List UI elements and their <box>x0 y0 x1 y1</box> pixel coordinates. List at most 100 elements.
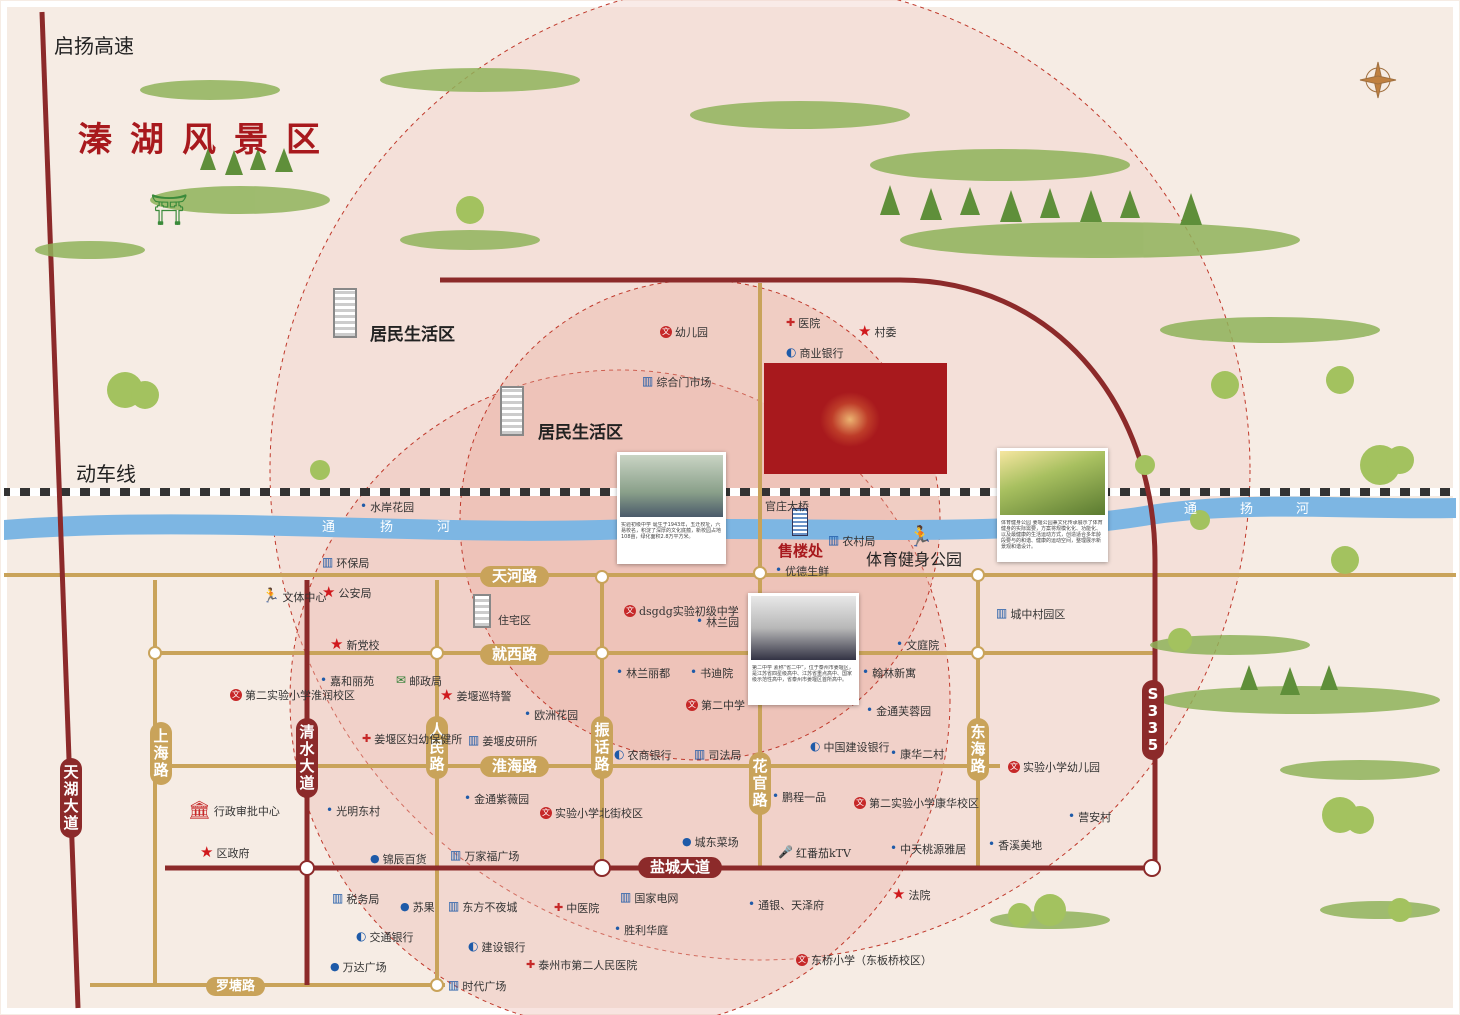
poi-38: •鹏程一品 <box>772 786 826 805</box>
poi-label: 优德生鲜 <box>785 565 830 578</box>
poi-22: •书迪院 <box>690 662 733 681</box>
shop-icon: ● <box>682 835 692 848</box>
culture-icon: 文 <box>660 325 672 338</box>
dot-icon: • <box>326 803 334 817</box>
bank-icon: ◐ <box>356 929 367 943</box>
building-icon: ▥ <box>620 890 632 904</box>
poi-45: 🎤红番茄kTV <box>778 842 851 861</box>
sales-office-label: 售楼处 <box>778 542 824 560</box>
poi-label: 姜堰皮研所 <box>482 735 538 748</box>
road-tag-shanghai: 上海路 <box>150 722 172 785</box>
building-icon: ▥ <box>468 733 480 747</box>
poi-54: ★法院 <box>892 884 930 903</box>
poi-label: 医院 <box>798 317 821 330</box>
dot-icon: • <box>360 499 368 513</box>
poi-42: ●锦辰百货 <box>370 848 427 867</box>
river-label: 河 <box>1296 502 1310 517</box>
poi-30: ▥姜堰皮研所 <box>468 730 537 749</box>
building-icon: ▥ <box>694 747 706 761</box>
poi-18: •金通芙蓉园 <box>866 700 931 719</box>
poi-label: 翰林新寓 <box>872 667 917 680</box>
poi-61: 文东桥小学（东板桥校区） <box>796 949 932 968</box>
poi-label: 光明东村 <box>336 805 381 818</box>
river-label: 扬 <box>380 520 394 535</box>
poi-label: 城中村园区 <box>1010 608 1066 621</box>
school-image <box>620 455 723 517</box>
poi-label: 苏果 <box>412 901 435 914</box>
poi-8: •水岸花园 <box>360 496 414 515</box>
poi-53: •通银、天泽府 <box>748 894 824 913</box>
poi-17: •翰林新寓 <box>862 662 916 681</box>
dot-icon: • <box>988 837 996 851</box>
poi-11: 🏃文体中心 <box>262 586 326 605</box>
poi-39: 文第二实验小学康华校区 <box>854 792 979 811</box>
star-icon: ★ <box>858 322 872 340</box>
star-icon: ★ <box>330 635 344 653</box>
road-tag-tianhu: 天湖大道 <box>60 758 82 838</box>
poi-label: 实验小学幼儿园 <box>1023 761 1100 774</box>
poi-14: •林兰园 <box>696 611 739 630</box>
poi-label: 金通紫薇园 <box>474 793 530 806</box>
rail-line <box>4 488 1456 496</box>
poi-label: 中医院 <box>566 902 600 915</box>
poi-52: ▥国家电网 <box>620 887 678 906</box>
poi-label: 时代广场 <box>462 980 507 993</box>
poi-60: ✚泰州市第二人民医院 <box>526 954 637 973</box>
poi-label: 红番茄kTV <box>795 847 851 860</box>
star-icon: ★ <box>322 583 336 601</box>
second-school-image <box>751 596 856 660</box>
poi-label: 商业银行 <box>799 347 844 360</box>
shop-icon: ● <box>330 960 340 973</box>
poi-47: •香溪美地 <box>988 834 1042 853</box>
building-icon: ▥ <box>448 899 460 913</box>
star-icon: ★ <box>892 885 906 903</box>
poi-label: 嘉和丽苑 <box>330 675 375 688</box>
road-tag-jiuxi: 就西路 <box>480 644 550 665</box>
poi-21: •林兰丽都 <box>616 662 670 681</box>
poi-label: 泰州市第二人民医院 <box>538 959 638 972</box>
poi-6: ▥农村局 <box>828 530 875 549</box>
hospital-icon: ✚ <box>554 901 564 914</box>
star-icon: ★ <box>200 843 214 861</box>
river-label: 河 <box>437 520 451 535</box>
poi-36: •金通紫薇园 <box>464 788 529 807</box>
poi-label: 姜堰区妇幼保健所 <box>374 733 463 746</box>
poi-55: ◐交通银行 <box>356 926 413 945</box>
dot-icon: • <box>524 707 532 721</box>
poi-20: ◐中国建设银行 <box>810 736 889 755</box>
rail-label: 动车线 <box>76 462 136 486</box>
poi-label: 交通银行 <box>369 931 414 944</box>
poi-57: •胜利华庭 <box>614 919 668 938</box>
poi-58: ●万达广场 <box>330 956 387 975</box>
star-icon: ★ <box>440 686 454 704</box>
ktv-icon: 🎤 <box>778 845 793 859</box>
building-icon <box>333 288 357 338</box>
compass-icon <box>1359 61 1397 99</box>
poi-19: •康华二村 <box>890 743 944 762</box>
poi-label: 胜利华庭 <box>624 924 669 937</box>
road-tag-zhenhua: 振话路 <box>591 716 613 779</box>
dot-icon: • <box>772 789 780 803</box>
poi-label: 金通芙蓉园 <box>876 705 932 718</box>
road-junctions <box>148 566 985 992</box>
dot-icon: • <box>896 637 904 651</box>
sales-office-icon <box>792 508 808 536</box>
poi-label: 文体中心 <box>282 591 327 604</box>
building-icon <box>473 594 491 628</box>
poi-label: 税务局 <box>346 893 380 906</box>
river-label: 通 <box>322 520 336 535</box>
poi-5: 官庄大桥 <box>765 495 809 514</box>
poi-26: 文第二实验小学淮润校区 <box>230 684 355 703</box>
road-tag-qingshui: 清水大道 <box>296 718 318 798</box>
park-image <box>1000 451 1105 515</box>
poi-label: 司法局 <box>708 749 742 762</box>
scenic-area-title: 溱湖风景区 <box>78 120 338 160</box>
building-icon: ▥ <box>332 891 344 905</box>
poi-label: 公安局 <box>338 587 372 600</box>
hospital-icon: ✚ <box>786 316 796 329</box>
dot-icon: • <box>614 922 622 936</box>
poi-label: 村委 <box>874 326 897 339</box>
poi-label: 万家福广场 <box>464 850 520 863</box>
